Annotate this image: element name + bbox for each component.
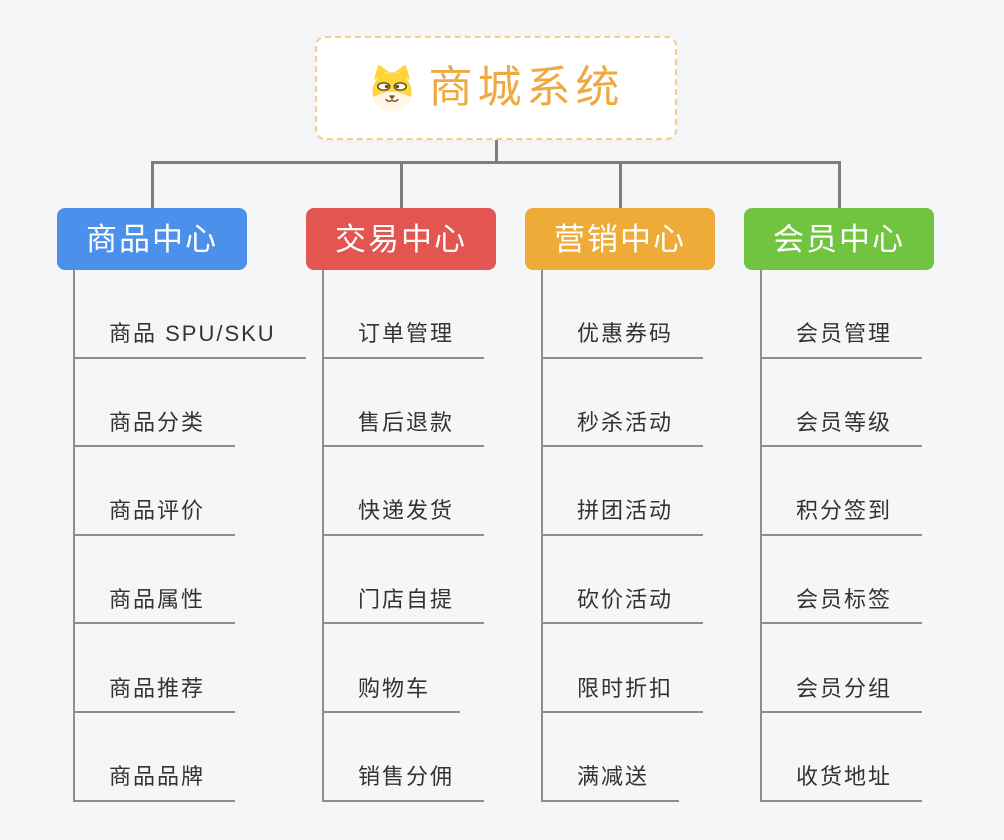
sub-topic-row: 购物车 <box>324 624 554 713</box>
branch-items: 订单管理 售后退款 快递发货 门店自提 购物车 销售分佣 <box>322 270 554 802</box>
sub-topic[interactable]: 门店自提 <box>324 587 485 625</box>
sub-topic[interactable]: 满减送 <box>543 764 680 802</box>
sub-topic-row: 满减送 <box>543 713 773 802</box>
branch-items: 优惠券码 秒杀活动 拼团活动 砍价活动 限时折扣 满减送 <box>541 270 773 802</box>
branch-drop-line <box>837 161 841 208</box>
sub-topic[interactable]: 会员标签 <box>762 587 923 625</box>
sub-topic-row: 优惠券码 <box>543 270 773 359</box>
sub-topic[interactable]: 会员等级 <box>762 410 923 448</box>
sub-topic-row: 积分签到 <box>762 447 992 536</box>
sub-topic-row: 门店自提 <box>324 536 554 625</box>
sub-topic[interactable]: 商品评价 <box>75 498 236 536</box>
branch-drop-line <box>399 161 403 208</box>
sub-topic[interactable]: 优惠券码 <box>543 321 704 359</box>
root-node[interactable]: 商城系统 <box>315 36 677 140</box>
branch-items: 商品 SPU/SKU 商品分类 商品评价 商品属性 商品推荐 商品品牌 <box>73 270 306 802</box>
sub-topic[interactable]: 积分签到 <box>762 498 923 536</box>
branch-label: 营销中心 <box>554 221 686 257</box>
sub-topic[interactable]: 商品分类 <box>75 410 236 448</box>
branch-items: 会员管理 会员等级 积分签到 会员标签 会员分组 收货地址 <box>760 270 992 802</box>
root-title: 商城系统 <box>428 63 625 112</box>
sub-topic-row: 会员标签 <box>762 536 992 625</box>
sub-topic-row: 会员分组 <box>762 624 992 713</box>
sub-topic-row: 会员管理 <box>762 270 992 359</box>
sub-topic-row: 秒杀活动 <box>543 359 773 448</box>
sub-topic-row: 商品品牌 <box>75 713 305 802</box>
sub-topic[interactable]: 限时折扣 <box>543 676 704 713</box>
sub-topic[interactable]: 拼团活动 <box>543 498 704 536</box>
branch-label: 交易中心 <box>335 221 467 257</box>
sub-topic-row: 商品 SPU/SKU <box>75 270 306 359</box>
sub-topic-row: 砍价活动 <box>543 536 773 625</box>
sub-topic[interactable]: 订单管理 <box>324 321 485 359</box>
sub-topic[interactable]: 秒杀活动 <box>543 410 704 448</box>
branch-label: 会员中心 <box>773 221 905 257</box>
branch-node[interactable]: 交易中心 <box>306 208 496 270</box>
root-stub-line <box>494 140 498 163</box>
sub-topic-row: 销售分佣 <box>324 713 554 802</box>
sub-topic-row: 拼团活动 <box>543 447 773 536</box>
sub-topic[interactable]: 商品 SPU/SKU <box>75 321 306 359</box>
sub-topic[interactable]: 售后退款 <box>324 410 485 448</box>
sub-topic[interactable]: 砍价活动 <box>543 587 704 625</box>
sub-topic[interactable]: 快递发货 <box>324 498 485 536</box>
branch-drop-line <box>618 161 622 208</box>
sub-topic-row: 商品评价 <box>75 447 305 536</box>
sub-topic[interactable]: 商品推荐 <box>75 676 236 713</box>
branch-label: 商品中心 <box>86 221 218 257</box>
sub-topic[interactable]: 收货地址 <box>762 764 923 802</box>
branch-node[interactable]: 会员中心 <box>744 208 934 270</box>
sub-topic-row: 订单管理 <box>324 270 554 359</box>
sub-topic[interactable]: 商品品牌 <box>75 764 236 802</box>
sub-topic[interactable]: 销售分佣 <box>324 764 485 802</box>
horizontal-connector-line <box>150 161 841 164</box>
sub-topic-row: 收货地址 <box>762 713 992 802</box>
branch-node[interactable]: 商品中心 <box>57 208 247 270</box>
sub-topic-row: 限时折扣 <box>543 624 773 713</box>
dog-face-icon <box>372 65 411 112</box>
sub-topic[interactable]: 商品属性 <box>75 587 236 625</box>
sub-topic[interactable]: 会员管理 <box>762 321 923 359</box>
sub-topic-row: 售后退款 <box>324 359 554 448</box>
sub-topic-row: 快递发货 <box>324 447 554 536</box>
sub-topic-row: 商品属性 <box>75 536 305 625</box>
sub-topic-row: 商品推荐 <box>75 624 305 713</box>
sub-topic-row: 会员等级 <box>762 359 992 448</box>
sub-topic-row: 商品分类 <box>75 359 305 448</box>
branch-drop-line <box>150 161 154 208</box>
sub-topic[interactable]: 购物车 <box>324 676 461 713</box>
sub-topic[interactable]: 会员分组 <box>762 676 923 713</box>
branch-node[interactable]: 营销中心 <box>525 208 715 270</box>
